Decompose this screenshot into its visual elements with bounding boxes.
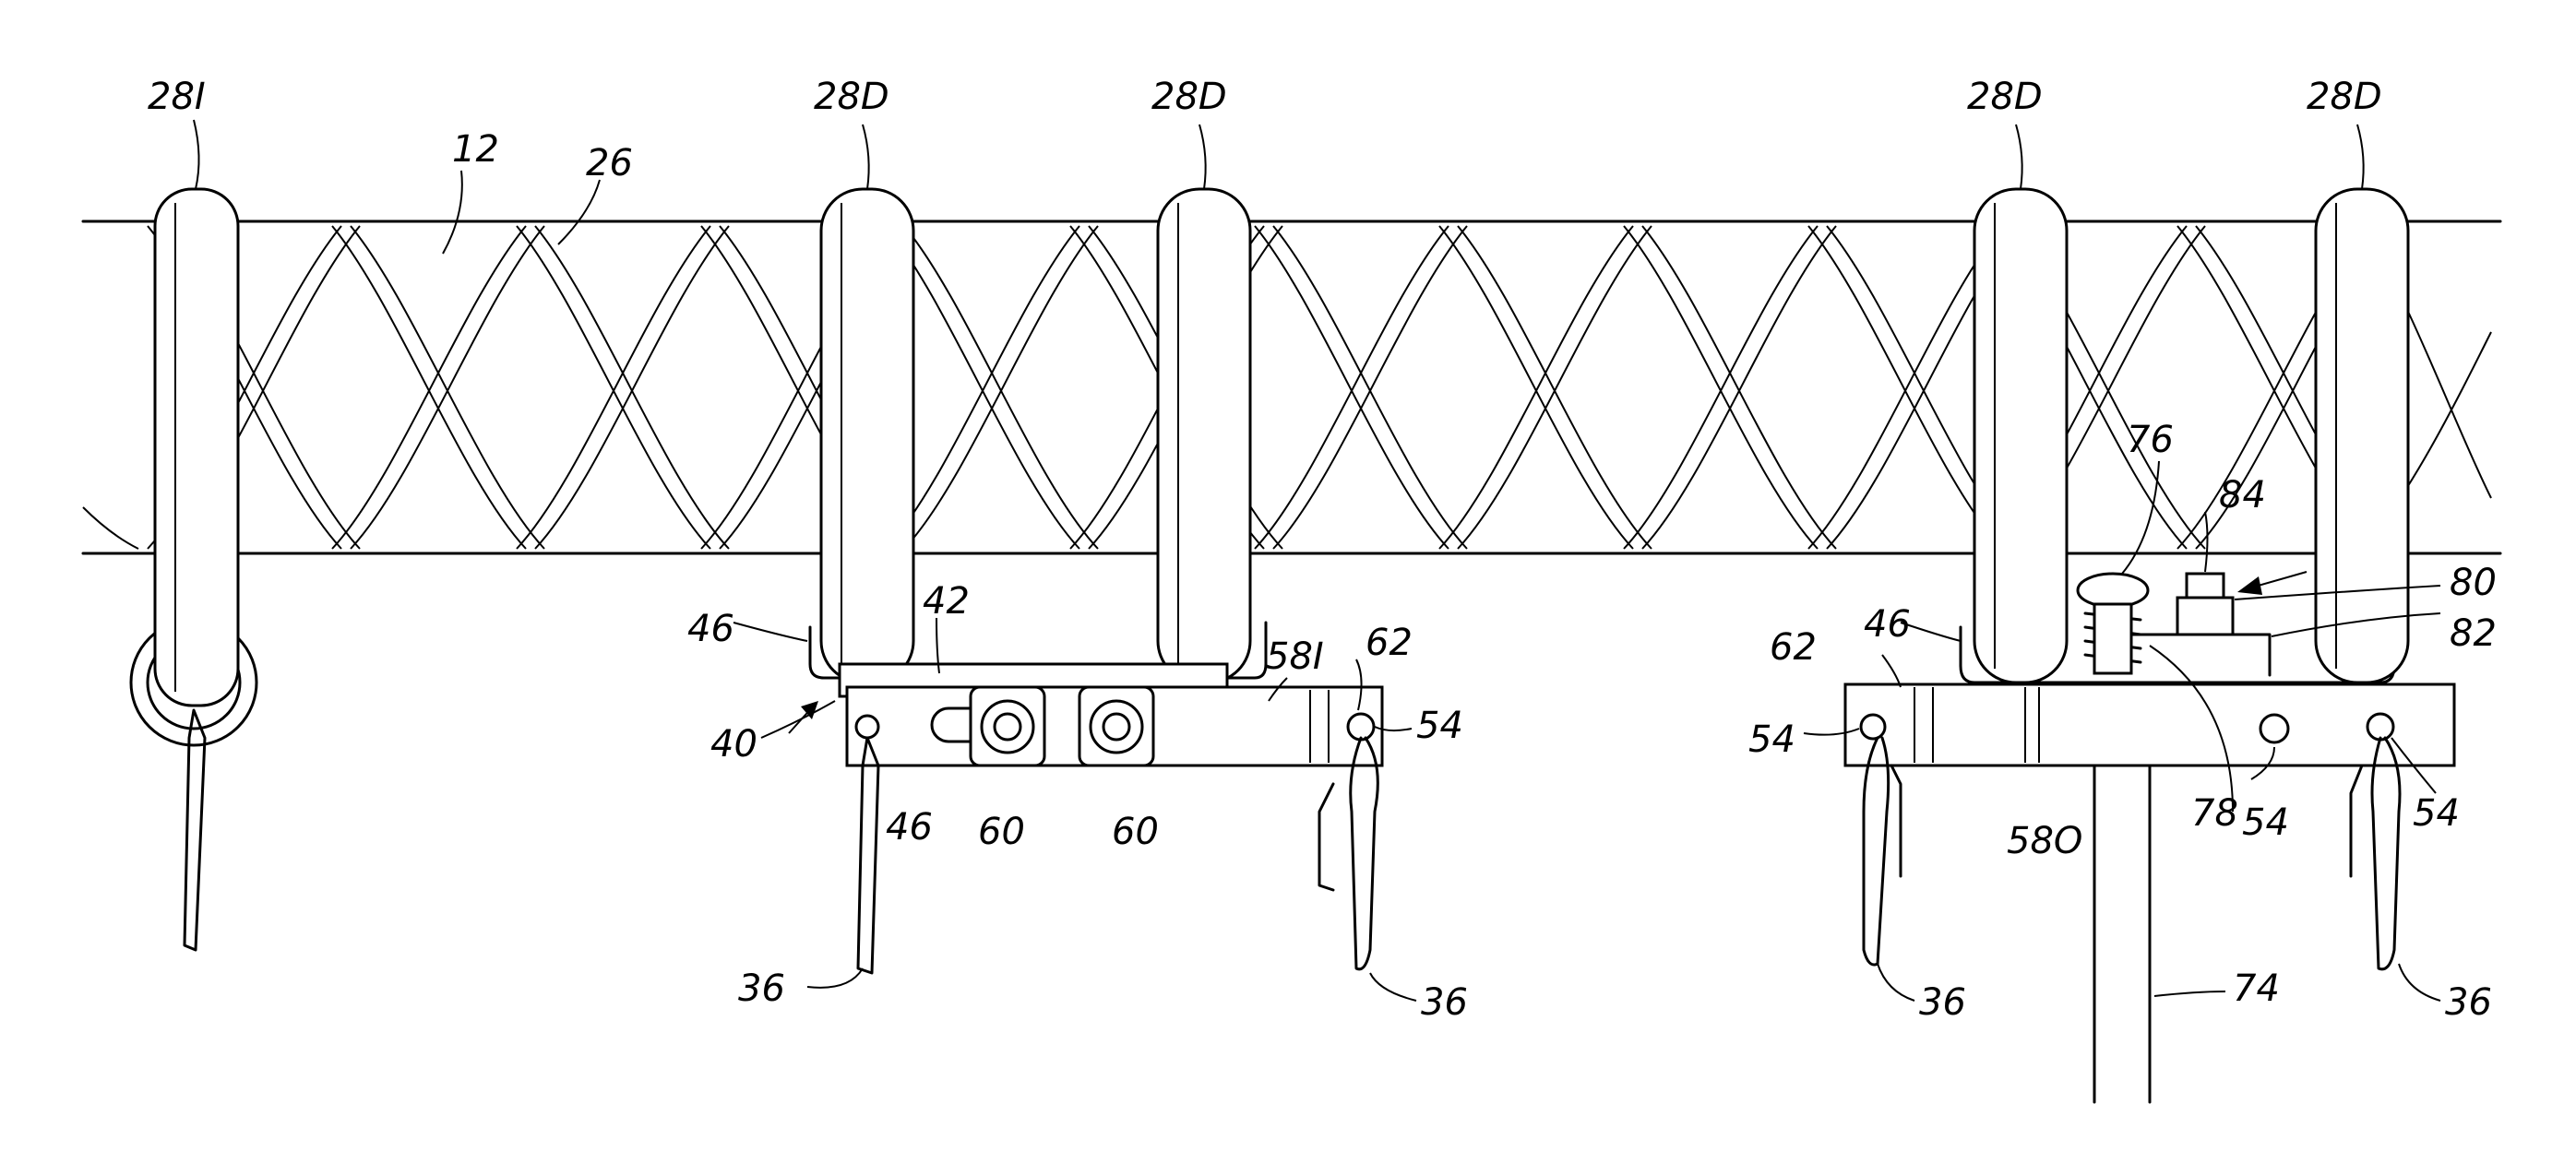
label-clip-r1: 36 <box>1919 981 1966 1024</box>
label-hook-l2: 46 <box>886 806 933 849</box>
label-fitting-2: 60 <box>1112 811 1159 853</box>
label-tube: 12 <box>452 128 499 171</box>
label-pin-r3: 54 <box>2413 792 2460 835</box>
label-spring-screw: 76 <box>2127 419 2174 461</box>
label-hook-r1: 46 <box>1864 603 1911 646</box>
label-clip-l2: 36 <box>1421 981 1468 1024</box>
label-ring-d4: 28D <box>2307 76 2382 118</box>
label-plate-right: 58O <box>2007 820 2082 862</box>
label-spring: 78 <box>2191 792 2238 835</box>
label-plate-left: 58I <box>1266 635 1324 678</box>
tube <box>83 221 2500 553</box>
label-clip-r2: 36 <box>2445 981 2492 1024</box>
label-hook-l1: 46 <box>687 608 734 650</box>
label-pin-r1: 54 <box>1748 718 1795 761</box>
bracket-arrow <box>789 701 818 733</box>
label-ring-d2: 28D <box>1151 76 1227 118</box>
label-ring-insulated: 28I <box>148 76 206 118</box>
label-clip-l1: 36 <box>738 967 785 1010</box>
label-nut: 84 <box>2219 474 2266 516</box>
label-strap: 82 <box>2450 612 2497 655</box>
label-fitting-1: 60 <box>978 811 1025 853</box>
label-pin-l: 54 <box>1416 705 1463 747</box>
terminal-arrow <box>2237 572 2307 595</box>
label-flange-right: 62 <box>1770 626 1817 669</box>
label-ring-d1: 28D <box>814 76 889 118</box>
label-ring-d3: 28D <box>1967 76 2043 118</box>
helical-winding <box>83 226 2491 549</box>
label-slot-top: 42 <box>923 580 970 623</box>
insulated-ring <box>131 189 256 950</box>
left-bracket-assembly <box>810 189 1382 973</box>
label-bracket: 40 <box>710 723 757 766</box>
label-post: 74 <box>2233 967 2280 1010</box>
label-terminal: 80 <box>2450 562 2497 604</box>
reference-labels: 28I 28D 28D 28D 28D 12 26 46 42 58I 62 4… <box>148 76 2497 1024</box>
leader-lines <box>194 120 2440 1001</box>
label-helix: 26 <box>586 142 633 184</box>
label-flange-left: 62 <box>1366 622 1413 664</box>
label-pin-r2: 54 <box>2242 801 2289 844</box>
